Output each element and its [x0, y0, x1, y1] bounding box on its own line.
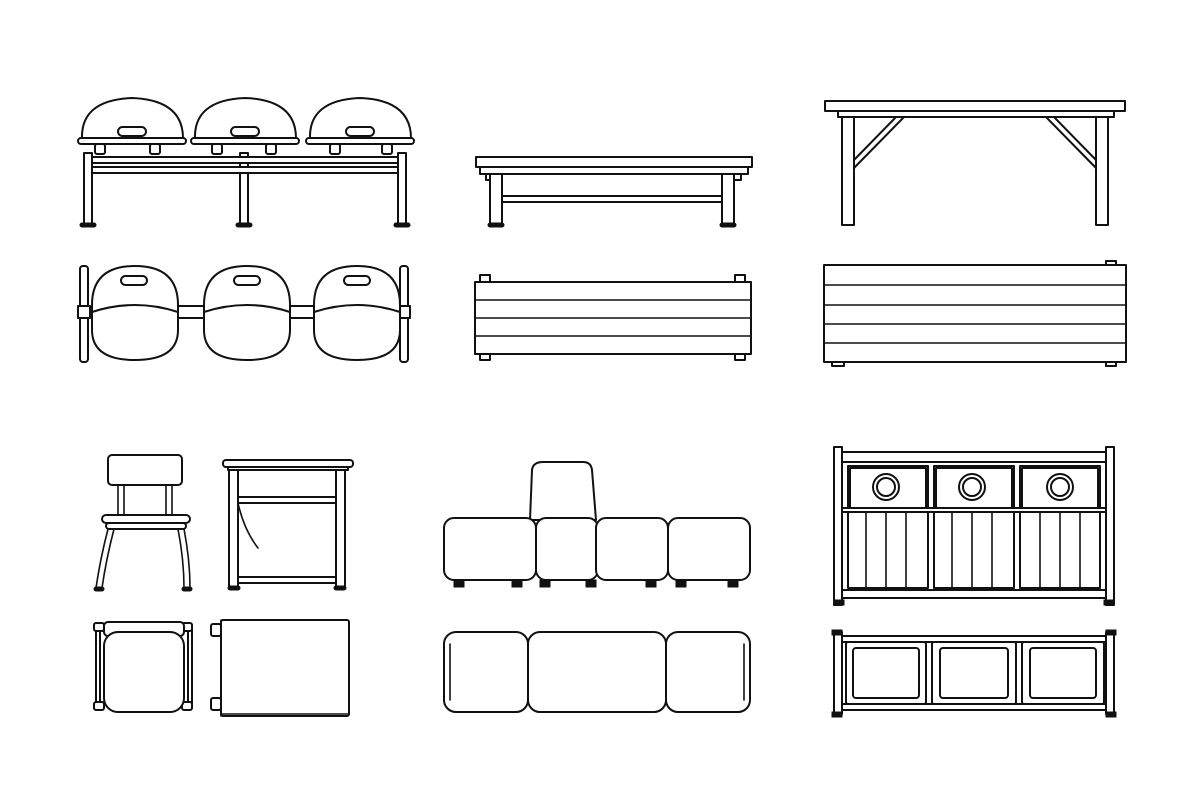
three-seat-waiting-chairs-top-view: [77, 265, 411, 363]
modular-sofa-front-view: [443, 461, 751, 588]
triple-waste-bin-top-view: [831, 629, 1117, 718]
triple-waste-bin-front-view: [833, 446, 1115, 606]
long-bench-table-top-view: [823, 260, 1127, 367]
school-desk-top-view: [210, 619, 350, 717]
school-desk-side-view: [222, 459, 354, 591]
slatted-bench-front-view: [475, 156, 753, 228]
school-chair-side-view: [93, 454, 193, 592]
slatted-bench-top-view: [474, 274, 752, 361]
modular-sofa-top-view: [443, 631, 751, 713]
long-bench-table-front-view: [824, 100, 1126, 226]
school-chair-top-view: [93, 621, 193, 713]
three-seat-waiting-chairs-front-view: [77, 97, 415, 228]
